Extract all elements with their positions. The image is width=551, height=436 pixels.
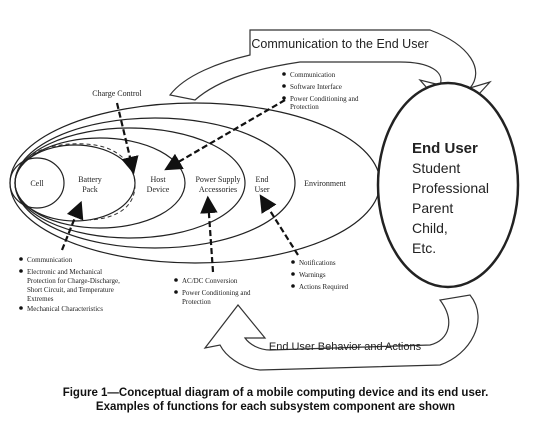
bottom-behavior-arrow: End User Behavior and Actions bbox=[203, 294, 479, 371]
right-bullet-1: Notifications bbox=[299, 259, 336, 267]
figure-caption-line-1: Figure 1—Conceptual diagram of a mobile … bbox=[62, 387, 489, 399]
middle-bullet-1: AC/DC Conversion bbox=[182, 277, 238, 285]
end-user-line-2: Professional bbox=[412, 180, 489, 196]
host-device-label-2: Device bbox=[147, 185, 170, 194]
left-bullet-2b: Protection for Charge-Discharge, bbox=[27, 277, 120, 285]
right-functions-arrow bbox=[259, 194, 299, 256]
top-bullet-1: Communication bbox=[290, 71, 336, 79]
top-bullet-list: Communication Software Interface Power C… bbox=[282, 71, 359, 111]
battery-pack-label-2: Pack bbox=[82, 185, 98, 194]
top-functions-arrow bbox=[164, 99, 286, 171]
left-bullet-3: Mechanical Characteristics bbox=[27, 305, 103, 313]
power-supply-label-2: Accessories bbox=[199, 185, 237, 194]
end-user-line-5: Etc. bbox=[412, 240, 436, 256]
charge-control-label: Charge Control bbox=[92, 89, 142, 98]
charge-control-arrow bbox=[115, 102, 139, 175]
top-bullet-3b: Protection bbox=[290, 103, 319, 111]
end-user-layer-label-2: User bbox=[254, 185, 269, 194]
middle-functions-arrow bbox=[200, 195, 218, 273]
end-user-title: End User bbox=[412, 140, 478, 157]
right-bullet-3: Actions Required bbox=[299, 283, 349, 291]
battery-pack-ellipse bbox=[14, 144, 136, 222]
left-bullet-1: Communication bbox=[27, 256, 73, 264]
end-user-line-1: Student bbox=[412, 160, 460, 176]
cell-label: Cell bbox=[30, 179, 44, 188]
environment-label: Environment bbox=[304, 179, 347, 188]
top-bullet-3a: Power Conditioning and bbox=[290, 95, 359, 103]
top-bullet-2: Software Interface bbox=[290, 83, 342, 91]
host-device-label-1: Host bbox=[150, 175, 166, 184]
left-bullet-list: Communication Electronic and Mechanical … bbox=[19, 256, 120, 313]
battery-pack-dashed-boundary bbox=[14, 143, 136, 221]
left-bullet-2c: Short Circuit, and Temperature bbox=[27, 286, 114, 294]
middle-bullet-2b: Protection bbox=[182, 298, 211, 306]
middle-bullet-list: AC/DC Conversion Power Conditioning and … bbox=[174, 277, 251, 306]
middle-bullet-2a: Power Conditioning and bbox=[182, 289, 251, 297]
left-functions-arrow bbox=[60, 200, 84, 251]
left-bullet-2d: Extremes bbox=[27, 295, 54, 303]
right-bullet-list: Notifications Warnings Actions Required bbox=[291, 259, 349, 291]
end-user-line-4: Child, bbox=[412, 220, 448, 236]
end-user-layer-label-1: End bbox=[256, 175, 269, 184]
bottom-arrow-label: End User Behavior and Actions bbox=[269, 341, 422, 353]
subsystem-ellipses bbox=[9, 102, 381, 264]
power-supply-label-1: Power Supply bbox=[195, 175, 240, 184]
left-bullet-2a: Electronic and Mechanical bbox=[27, 268, 102, 276]
figure-caption-line-2: Examples of functions for each subsystem… bbox=[95, 401, 456, 413]
end-user-line-3: Parent bbox=[412, 200, 453, 216]
battery-pack-label-1: Battery bbox=[78, 175, 102, 184]
end-user-box: End User Student Professional Parent Chi… bbox=[376, 81, 520, 289]
top-arrow-label: Communication to the End User bbox=[251, 37, 428, 51]
right-bullet-2: Warnings bbox=[299, 271, 326, 279]
cell-ellipse bbox=[9, 157, 65, 209]
